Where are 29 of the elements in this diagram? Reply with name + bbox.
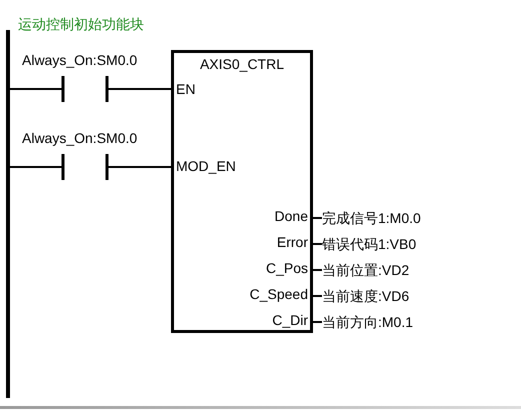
output-operand: 当前方向:M0.1	[322, 314, 414, 330]
contact-address: Always_On:SM0.0	[22, 130, 138, 146]
function-block	[171, 50, 313, 333]
output-operand: 当前速度:VD6	[322, 288, 410, 304]
wire	[313, 321, 322, 323]
wire	[152, 88, 171, 90]
wire	[313, 295, 322, 297]
rung-comment: 运动控制初始功能块	[18, 16, 144, 32]
power-rail	[6, 30, 10, 398]
wire	[313, 217, 322, 219]
pin-label: C_Pos	[266, 260, 308, 276]
wire	[152, 166, 171, 168]
pin-label: C_Speed	[250, 286, 308, 302]
wire	[10, 88, 20, 90]
wire	[10, 166, 20, 168]
block-name: AXIS0_CTRL	[198, 56, 286, 72]
wire	[313, 269, 322, 271]
contact-address: Always_On:SM0.0	[22, 52, 138, 68]
normally-open-contact	[20, 130, 152, 180]
output-operand: 当前位置:VD2	[322, 262, 410, 278]
pin-label: Done	[274, 208, 308, 224]
output-operand: 错误代码1:VB0	[322, 236, 416, 252]
pin-label: C_Dir	[272, 312, 308, 328]
wire	[313, 243, 322, 245]
pin-label: Error	[276, 234, 308, 250]
pin-label: EN	[176, 81, 196, 97]
pin-label: MOD_EN	[176, 158, 236, 174]
normally-open-contact	[20, 52, 152, 102]
output-operand: 完成信号1:M0.0	[322, 210, 421, 226]
